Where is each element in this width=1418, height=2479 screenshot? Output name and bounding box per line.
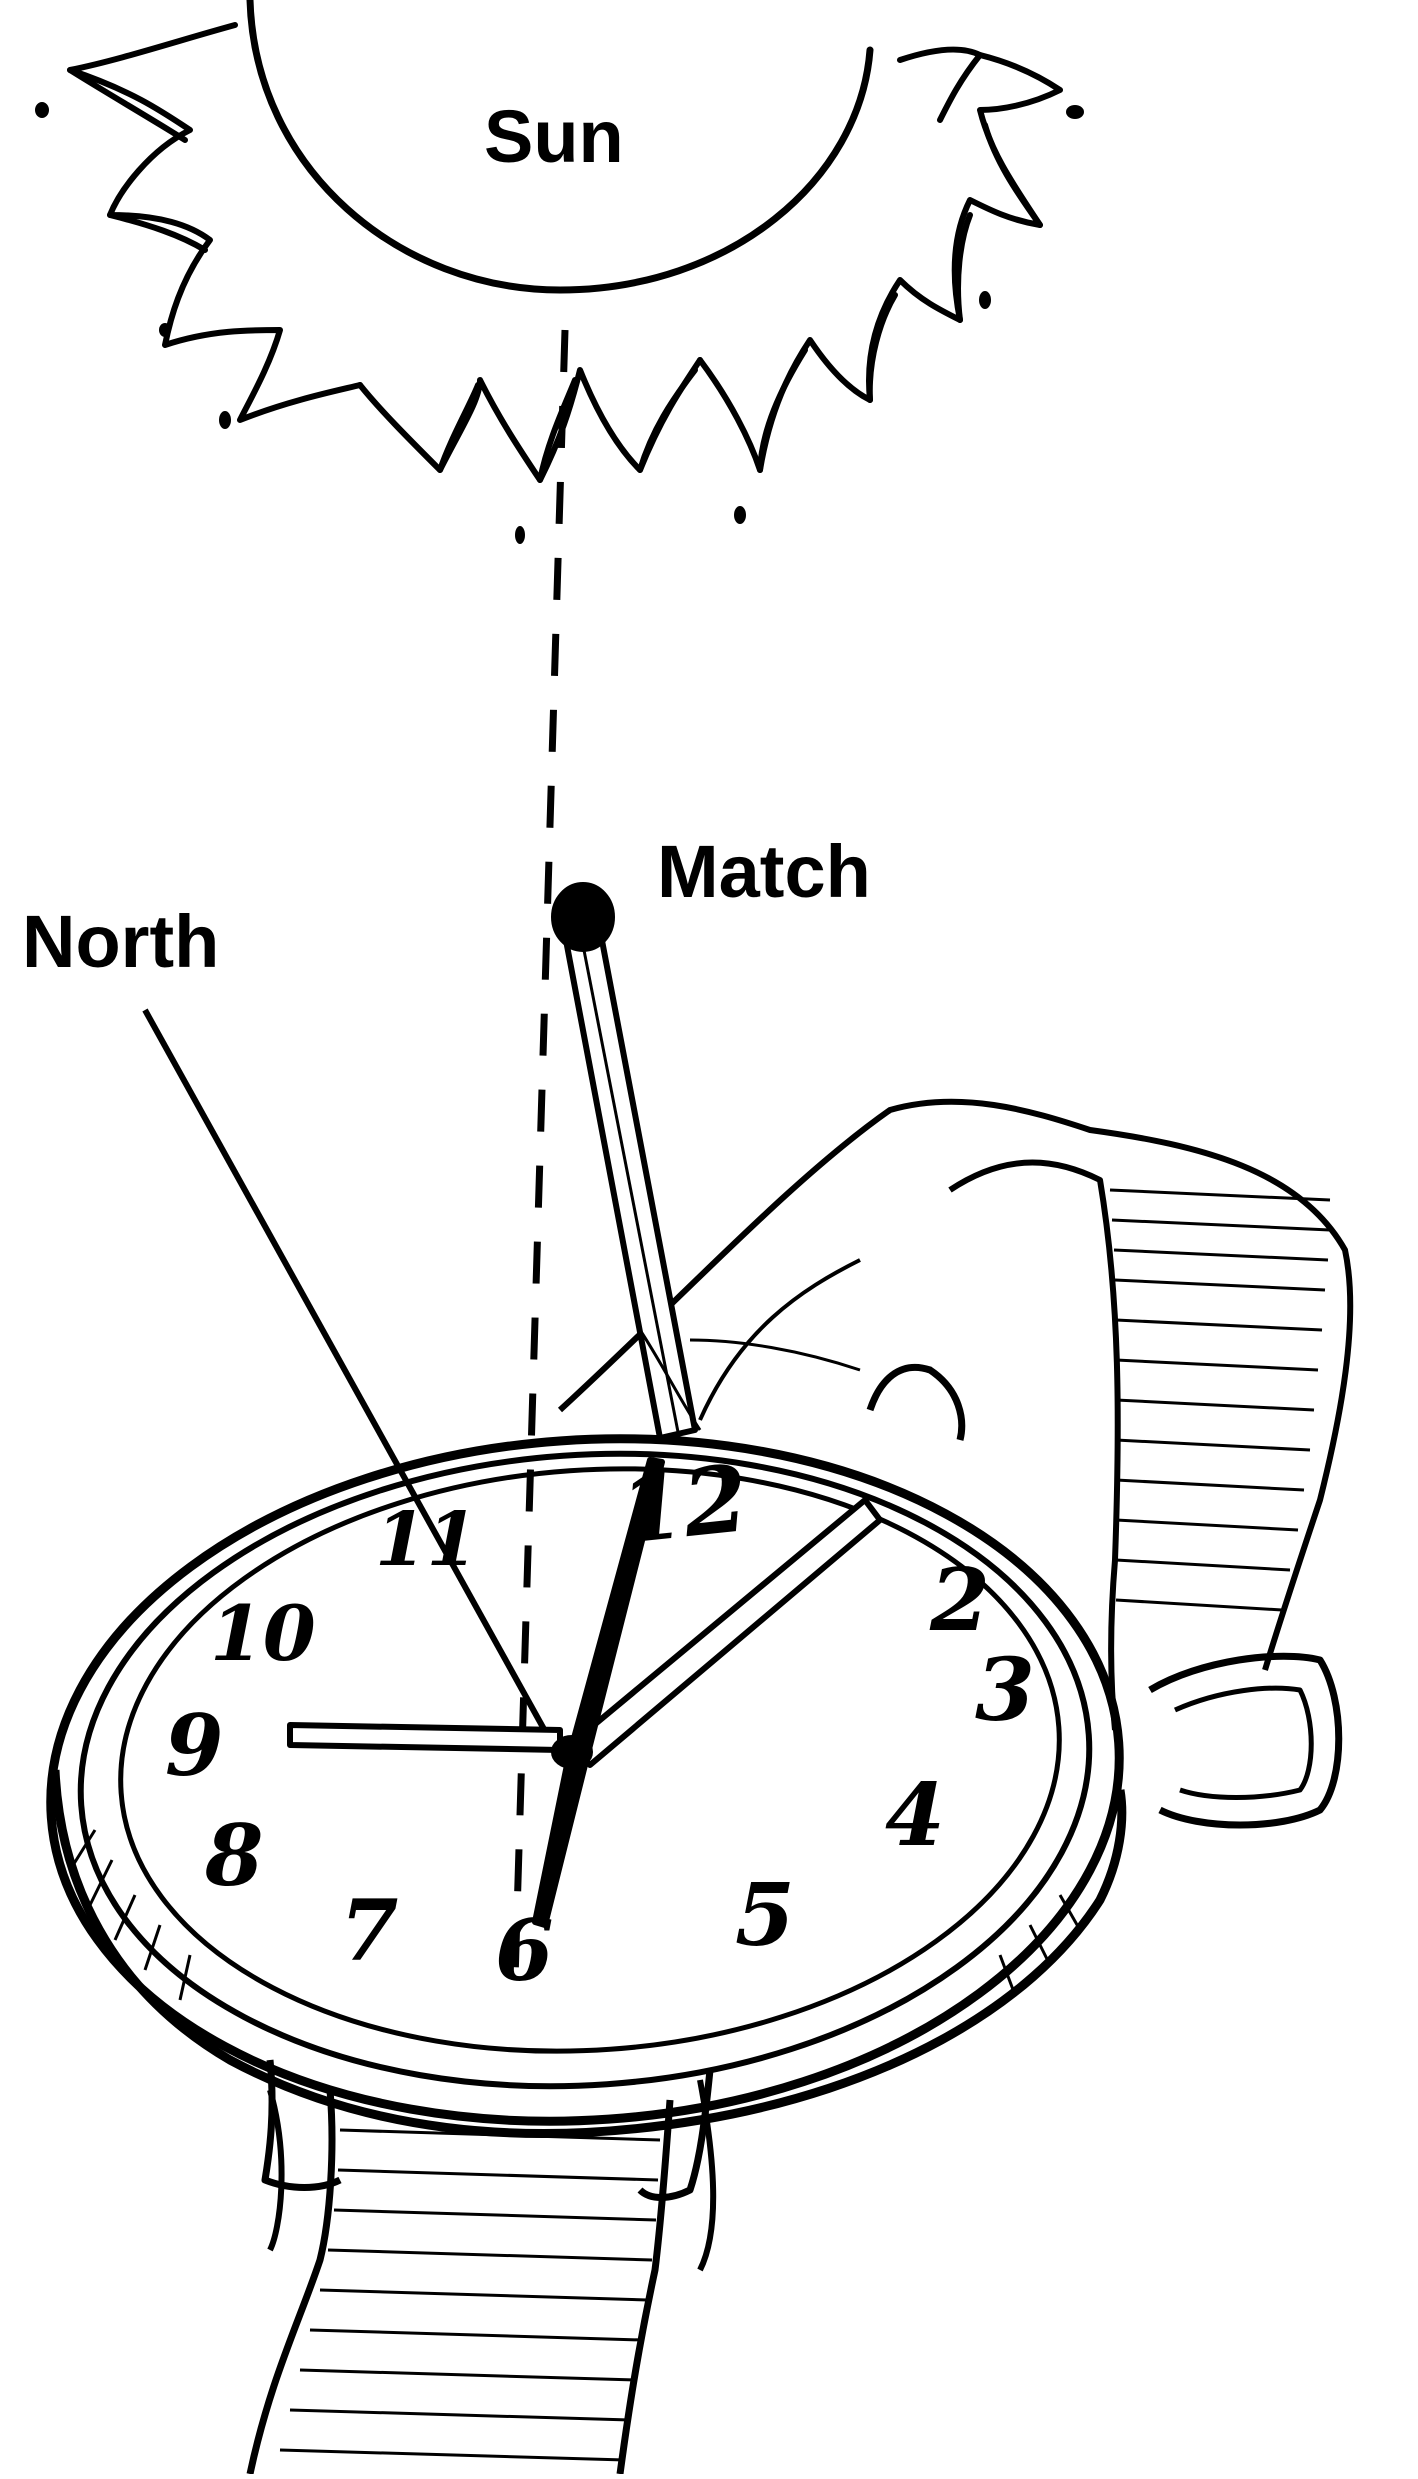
watch-strap-lower (246, 2079, 717, 2475)
numeral-9: 9 (165, 1696, 223, 1795)
sun-shadow-dashed-line (511, 329, 569, 1981)
north-label: North (22, 900, 220, 983)
numeral-10: 10 (210, 1589, 316, 1678)
numeral-11: 11 (375, 1497, 478, 1583)
sun-rays (67, 22, 1063, 483)
numeral-5: 5 (735, 1865, 795, 1966)
numeral-2: 2 (929, 1550, 990, 1651)
strap-hatching (1109, 1188, 1331, 1612)
watch-case (46, 1363, 1127, 2201)
north-pointer-line (142, 1008, 553, 1742)
hour-hand (287, 1722, 563, 1753)
watch-bezel (77, 1450, 1093, 2090)
sun-ray-dots (35, 102, 1084, 544)
match-head (551, 882, 615, 952)
match-illustration (551, 882, 702, 1441)
watch-dial (118, 1466, 1062, 2054)
numeral-3: 3 (975, 1640, 1035, 1741)
hand-hub (551, 1735, 593, 1769)
sun-label: Sun (484, 95, 624, 178)
watch-numerals: 12 2 3 4 5 6 7 8 9 10 11 (165, 1444, 1035, 2000)
numeral-4: 4 (885, 1765, 945, 1866)
sun-disc (246, 0, 874, 294)
numeral-8: 8 (204, 1806, 263, 1905)
watch-hands (287, 1457, 883, 1928)
match-label: Match (657, 830, 871, 913)
numeral-7: 7 (340, 1881, 398, 1980)
watch-case-side (50, 1769, 1127, 2138)
sun-illustration (35, 0, 1084, 544)
watch-strap-upper (557, 1098, 1354, 1829)
watch-case-outer (46, 1434, 1124, 2126)
